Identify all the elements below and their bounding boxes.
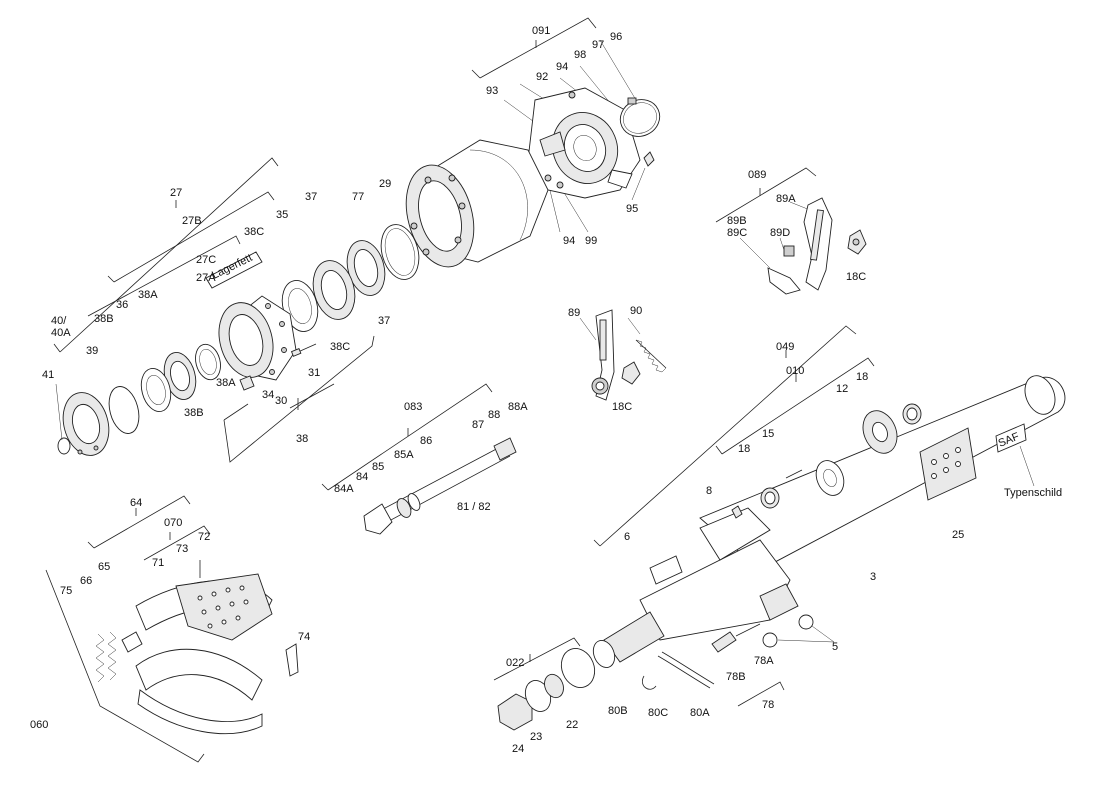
label-88A: 88A	[508, 401, 528, 413]
label-89A: 89A	[776, 193, 796, 205]
group-089-slack-adjuster: 089 89A 89B 89C 89D 18C	[715, 167, 867, 295]
label-89B: 89B	[727, 215, 747, 227]
label-94-top: 94	[556, 61, 568, 73]
label-22: 22	[566, 719, 578, 731]
label-18-right: 18	[856, 371, 868, 383]
label-36: 36	[116, 299, 128, 311]
label-80B: 80B	[608, 705, 628, 717]
label-92: 92	[536, 71, 548, 83]
label-18C-middle: 18C	[612, 401, 632, 413]
label-29: 29	[379, 178, 391, 190]
label-3: 3	[870, 571, 876, 583]
label-083: 083	[404, 401, 422, 413]
label-38A-bottom: 38A	[216, 377, 236, 389]
label-78B: 78B	[726, 671, 746, 683]
group-89-slack-adjuster: 89 90 18C	[568, 305, 667, 413]
label-27: 27	[170, 187, 182, 199]
label-81-82: 81 / 82	[457, 501, 491, 513]
label-94-bottom: 94	[563, 235, 575, 247]
label-18-left: 18	[738, 443, 750, 455]
label-5: 5	[832, 641, 838, 653]
label-93: 93	[486, 85, 498, 97]
label-089: 089	[748, 169, 766, 181]
label-34: 34	[262, 389, 274, 401]
label-23: 23	[530, 731, 542, 743]
label-86: 86	[420, 435, 432, 447]
label-72: 72	[198, 531, 210, 543]
label-35: 35	[276, 209, 288, 221]
label-15: 15	[762, 428, 774, 440]
label-049: 049	[776, 341, 794, 353]
label-78: 78	[762, 699, 774, 711]
label-90: 90	[630, 305, 642, 317]
label-12: 12	[836, 383, 848, 395]
group-091-dust-cover: 091 96 97 98 94 92 93 95 94 99	[471, 17, 661, 247]
label-74: 74	[298, 631, 310, 643]
label-39: 39	[86, 345, 98, 357]
label-99: 99	[585, 235, 597, 247]
label-6: 6	[624, 531, 630, 543]
label-24: 24	[512, 743, 524, 755]
label-37-bottom: 37	[378, 315, 390, 327]
label-85: 85	[372, 461, 384, 473]
label-38B-top: 38B	[94, 313, 114, 325]
label-31: 31	[308, 367, 320, 379]
label-75: 75	[60, 585, 72, 597]
label-89C: 89C	[727, 227, 747, 239]
label-022: 022	[506, 657, 524, 669]
label-40A: 40A	[51, 327, 71, 339]
label-88: 88	[488, 409, 500, 421]
label-98: 98	[574, 49, 586, 61]
label-30: 30	[275, 395, 287, 407]
label-18C-top: 18C	[846, 271, 866, 283]
label-25: 25	[952, 529, 964, 541]
label-89D: 89D	[770, 227, 790, 239]
label-77: 77	[352, 191, 364, 203]
label-27C: 27C	[196, 254, 216, 266]
label-96: 96	[610, 31, 622, 43]
label-38C-bottom: 38C	[330, 341, 350, 353]
label-060: 060	[30, 719, 48, 731]
label-89: 89	[568, 307, 580, 319]
label-84A: 84A	[334, 483, 354, 495]
label-71: 71	[152, 557, 164, 569]
label-84: 84	[356, 471, 368, 483]
label-091: 091	[532, 25, 550, 37]
group-049-axle: SAF	[493, 325, 1066, 755]
saf-type-plate: SAF	[995, 423, 1027, 453]
label-27B: 27B	[182, 215, 202, 227]
label-65: 65	[98, 561, 110, 573]
label-97: 97	[592, 39, 604, 51]
label-73: 73	[176, 543, 188, 555]
label-78A: 78A	[754, 655, 774, 667]
label-95: 95	[626, 203, 638, 215]
label-010: 010	[786, 365, 804, 377]
label-typenschild: Typenschild	[1004, 487, 1062, 499]
label-38B-bottom: 38B	[184, 407, 204, 419]
label-8: 8	[706, 485, 712, 497]
label-27A: 27A	[196, 272, 216, 284]
label-80A: 80A	[690, 707, 710, 719]
group-083-camshaft: 083 88 88A 87 86 85A 85 84 84A 81 / 82	[321, 383, 528, 535]
label-38C-top: 38C	[244, 226, 264, 238]
label-41: 41	[42, 369, 54, 381]
group-064-brake-shoes: 64 070 73 72 71 65 66 75 74 060	[30, 495, 310, 763]
label-38A-top: 38A	[138, 289, 158, 301]
label-64: 64	[130, 497, 142, 509]
label-40: 40/	[51, 315, 67, 327]
label-38: 38	[296, 433, 308, 445]
label-80C: 80C	[648, 707, 668, 719]
label-37-top: 37	[305, 191, 317, 203]
label-85A: 85A	[394, 449, 414, 461]
label-070: 070	[164, 517, 182, 529]
label-66: 66	[80, 575, 92, 587]
group-hub-drum: Lagerfett 27 27B 37 77 29 38C 35 27C 27A…	[42, 139, 549, 463]
label-87: 87	[472, 419, 484, 431]
